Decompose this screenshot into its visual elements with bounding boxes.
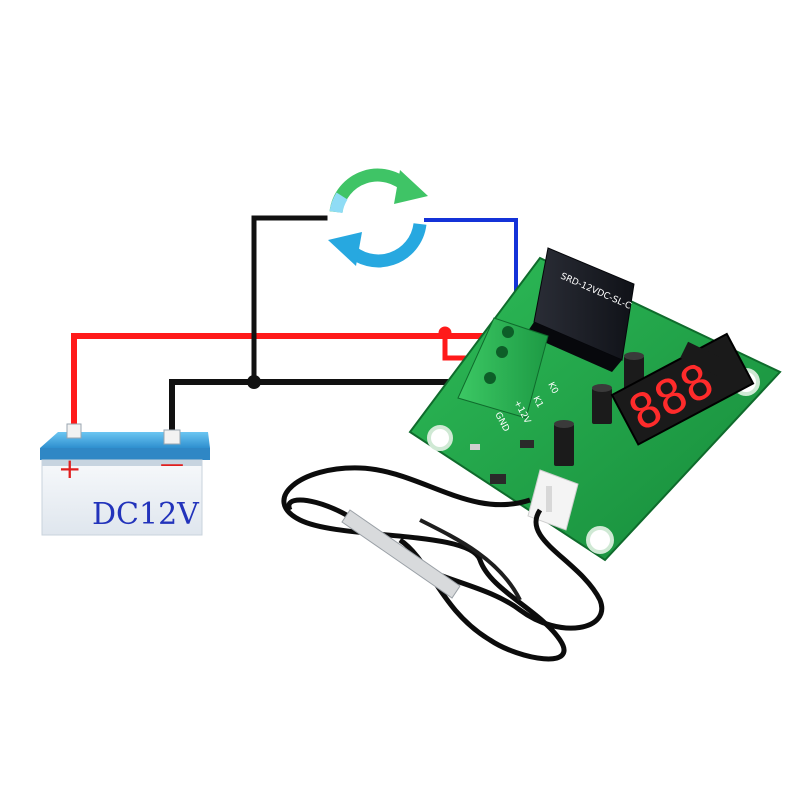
pin-label-k0: K0 xyxy=(545,381,559,396)
terminal-block xyxy=(457,317,549,419)
probe-cable xyxy=(281,465,567,662)
push-buttons xyxy=(554,352,644,466)
thermostat-board: SRD-12VDC-SL-C K0 K1 +12V GND 888 xyxy=(408,247,782,562)
ic-chip xyxy=(680,341,726,377)
mount-hole xyxy=(586,526,614,554)
positive-wire xyxy=(71,333,503,431)
negative-junction xyxy=(247,375,261,389)
button-up[interactable] xyxy=(592,388,612,424)
load-wire xyxy=(424,218,518,320)
relay: SRD-12VDC-SL-C xyxy=(526,247,635,372)
positive-junction xyxy=(438,326,452,340)
battery-negative-terminal xyxy=(163,429,181,445)
cycle-arrows-icon xyxy=(328,168,428,268)
battery-minus-sign: — xyxy=(160,450,184,478)
battery-plus-sign: + xyxy=(58,452,81,485)
wires xyxy=(71,215,518,439)
battery-voltage-label: DC12V xyxy=(92,497,200,532)
probe-cable xyxy=(419,518,522,601)
smd-component xyxy=(470,444,480,450)
temperature-probe xyxy=(281,465,605,662)
load-return-wire xyxy=(251,215,328,385)
negative-wire xyxy=(169,379,485,439)
probe-cable xyxy=(286,497,605,631)
probe-tip xyxy=(341,509,461,599)
battery: + — DC12V xyxy=(40,423,210,536)
battery-positive-terminal xyxy=(66,423,82,439)
smd-component xyxy=(490,474,506,484)
sensor-connector xyxy=(527,469,579,531)
smd-component xyxy=(520,440,534,448)
pin-label-k1: K1 xyxy=(530,395,544,410)
button-down[interactable] xyxy=(554,424,574,466)
mount-hole xyxy=(427,425,453,451)
battery-lid xyxy=(40,432,210,448)
